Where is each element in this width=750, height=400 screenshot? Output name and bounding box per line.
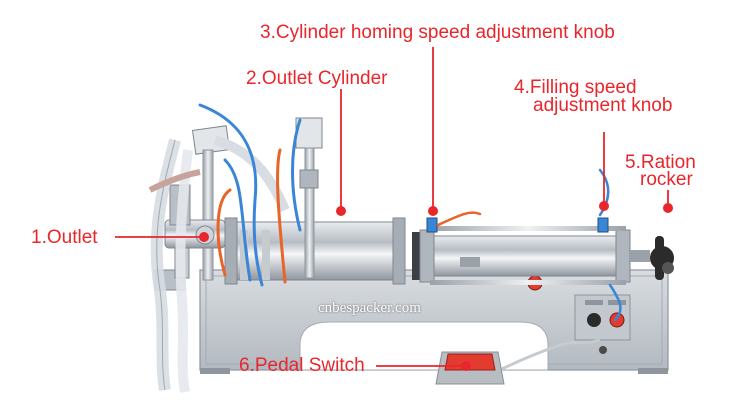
air-tubes	[198, 103, 622, 322]
label-pedal-switch: 6.Pedal Switch	[239, 355, 365, 376]
label-filling-speed-knob-line1: 4.Filling speed	[514, 77, 637, 98]
filling-speed-knob-icon	[597, 217, 609, 233]
outlet-cylinder	[224, 217, 406, 285]
leader-lines	[115, 47, 669, 367]
pointer-dot-icon	[199, 232, 209, 242]
label-ration-rocker-line2: rocker	[640, 169, 693, 190]
pointer-dot-icon	[599, 201, 609, 211]
ration-rocker	[630, 236, 674, 280]
homing-speed-knob-icon	[426, 217, 438, 233]
pneumatic-cylinder	[412, 226, 631, 285]
pointer-dots	[199, 201, 673, 371]
pointer-dot-icon	[461, 361, 471, 371]
pointer-dot-icon	[663, 203, 673, 213]
watermark: cnbespacker.com	[318, 300, 421, 316]
label-outlet: 1.Outlet	[31, 227, 98, 248]
label-outlet-cylinder: 2.Outlet Cylinder	[246, 68, 388, 89]
control-panel	[574, 294, 631, 354]
label-cylinder-homing-knob: 3.Cylinder homing speed adjustment knob	[260, 22, 615, 43]
pointer-dot-icon	[428, 206, 438, 216]
label-ration-rocker-line1: 5.Ration	[625, 152, 696, 173]
pointer-dot-icon	[336, 206, 346, 216]
label-filling-speed-knob-line2: adjustment knob	[533, 95, 673, 116]
hoses	[148, 135, 290, 393]
